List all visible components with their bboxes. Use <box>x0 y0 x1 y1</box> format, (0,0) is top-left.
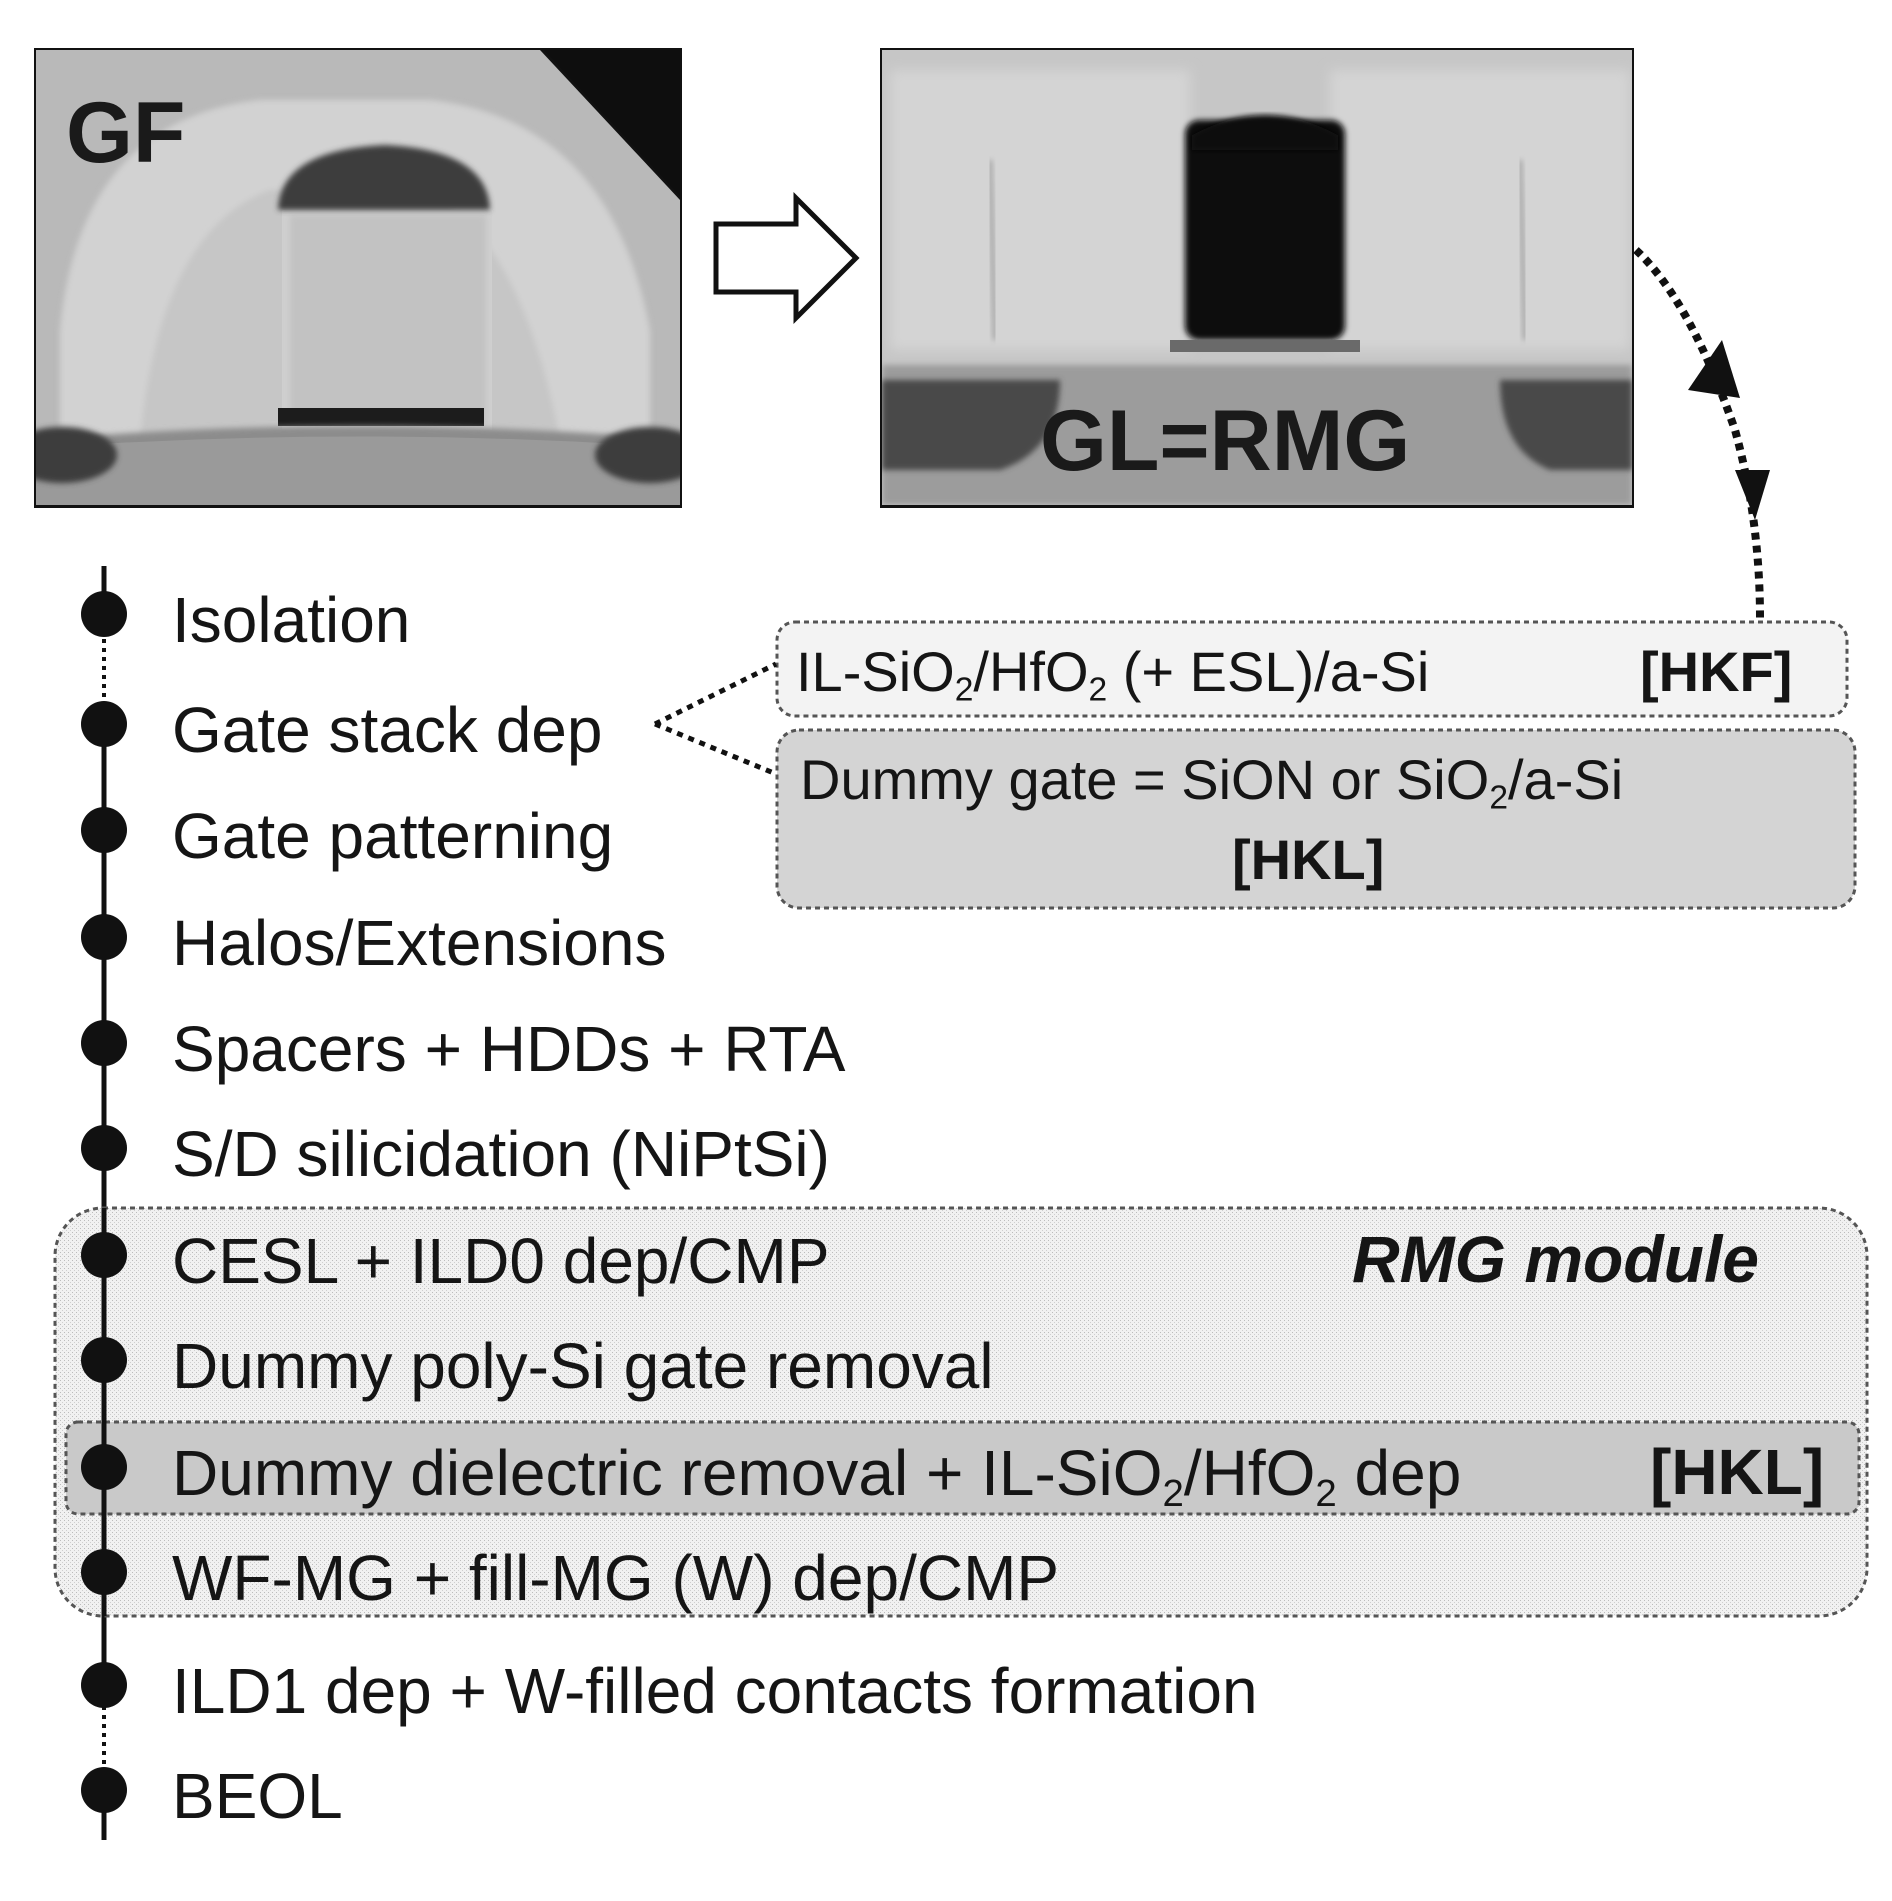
dotted-connector-hkf <box>653 661 778 727</box>
hkl-box-text: Dummy gate = SiON or SiO2/a-Si <box>800 752 1623 815</box>
step-beol: BEOL <box>172 1760 343 1832</box>
hkf-t1: IL-SiO <box>796 640 955 703</box>
step-dummy-poly-removal: Dummy poly-Si gate removal <box>172 1330 994 1402</box>
tem-image-gl <box>880 48 1634 508</box>
arrowhead-down-icon <box>1735 470 1770 520</box>
gf-label: GF <box>66 85 186 181</box>
node-isolation <box>81 591 127 637</box>
dotted-connector-gl-hkf <box>1633 247 1764 619</box>
step-dummy-dielectric-removal: Dummy dielectric removal + IL-SiO2/HfO2 … <box>172 1441 1461 1512</box>
node-gate-stack-dep <box>81 701 127 747</box>
step-ild1: ILD1 dep + W-filled contacts formation <box>172 1655 1258 1727</box>
hkl-tag: [HKL] <box>1232 828 1385 891</box>
subscript: 2 <box>1489 779 1508 817</box>
gl-rmg-label: GL=RMG <box>1040 393 1411 489</box>
node-dummy-dielectric-removal <box>81 1444 127 1490</box>
subscript: 2 <box>1088 671 1108 709</box>
subscript: 2 <box>1315 1471 1337 1515</box>
hkf-box-frame <box>775 620 1849 718</box>
hfo-text: /HfO <box>1183 1437 1316 1509</box>
step-gate-patterning: Gate patterning <box>172 800 614 872</box>
node-sd-silicidation <box>81 1125 127 1171</box>
step-gate-stack-dep: Gate stack dep <box>172 694 603 766</box>
rmg-hkl-row-frame <box>64 1420 1861 1516</box>
timeline-nodes <box>81 591 127 1813</box>
node-beol <box>81 1767 127 1813</box>
node-wf-mg <box>81 1549 127 1595</box>
node-halos-extensions <box>81 914 127 960</box>
node-gate-patterning <box>81 807 127 853</box>
step-dummy-dielectric-text: Dummy dielectric removal + IL-SiO <box>172 1437 1163 1509</box>
dotted-connector-hkl <box>654 721 777 777</box>
hkl-t2: /a-Si <box>1508 748 1624 811</box>
node-spacers <box>81 1020 127 1066</box>
subscript: 2 <box>1162 1471 1184 1515</box>
step-isolation: Isolation <box>172 584 411 656</box>
hkf-tag: [HKF] <box>1640 640 1793 703</box>
hkf-box-text: IL-SiO2/HfO2 (+ ESL)/a-Si <box>796 644 1429 707</box>
step-wf-mg: WF-MG + fill-MG (W) dep/CMP <box>172 1542 1060 1614</box>
step-halos-extensions: Halos/Extensions <box>172 907 667 979</box>
dep-text: dep <box>1336 1437 1462 1509</box>
step-spacers: Spacers + HDDs + RTA <box>172 1013 846 1085</box>
hkl-t1: Dummy gate = SiON or SiO <box>800 748 1490 811</box>
step-cesl: CESL + ILD0 dep/CMP <box>172 1225 830 1297</box>
hkf-t2: /HfO <box>973 640 1089 703</box>
rmg-row-hkl-tag: [HKL] <box>1650 1436 1825 1508</box>
node-cesl <box>81 1232 127 1278</box>
step-sd-silicidation: S/D silicidation (NiPtSi) <box>172 1118 830 1190</box>
hkf-t3: (+ ESL)/a-Si <box>1107 640 1430 703</box>
arrowhead-up-icon <box>1688 340 1740 398</box>
node-dummy-poly-removal <box>81 1337 127 1383</box>
transition-arrow-icon <box>713 191 860 325</box>
tem-image-gf <box>34 48 682 508</box>
hkl-box-frame <box>775 728 1857 910</box>
subscript: 2 <box>954 671 974 709</box>
rmg-module-title: RMG module <box>1352 1222 1759 1296</box>
node-ild1 <box>81 1662 127 1708</box>
